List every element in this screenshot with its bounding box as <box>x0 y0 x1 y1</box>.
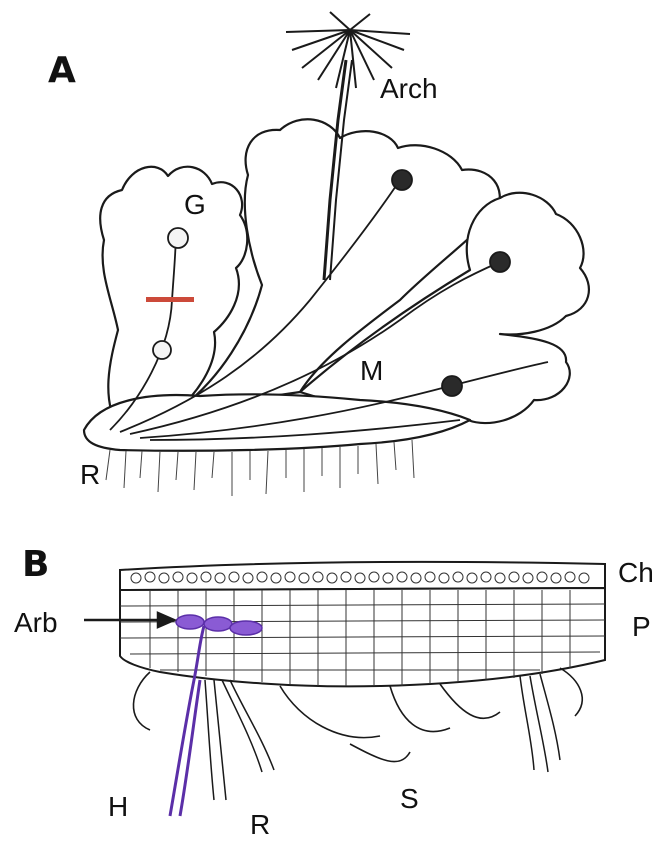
label-g: G <box>184 189 206 220</box>
gemma-cup <box>490 252 510 272</box>
scale <box>440 684 500 718</box>
label-arb: Arb <box>14 607 58 638</box>
scale <box>133 672 150 730</box>
panel-a: A <box>48 12 589 496</box>
label-ch: Ch <box>618 557 654 588</box>
label-arch: Arch <box>380 73 438 104</box>
scale-bar <box>146 297 194 302</box>
scale <box>560 668 582 716</box>
label-r-b: R <box>250 809 270 840</box>
scale <box>390 686 450 732</box>
label-s: S <box>400 783 419 814</box>
gemma-cup <box>153 341 171 359</box>
label-p: P <box>632 611 651 642</box>
scale <box>280 686 380 738</box>
panel-b: B <box>14 544 654 840</box>
arbuscule <box>204 617 232 631</box>
thallus <box>84 119 589 450</box>
label-h: H <box>108 791 128 822</box>
rhizoids-b <box>205 674 560 800</box>
panel-b-label: B <box>22 544 49 585</box>
label-m: M <box>360 355 383 386</box>
label-r-a: R <box>80 459 100 490</box>
arbuscule <box>230 621 262 635</box>
gemma-cup <box>168 228 188 248</box>
gemma-cup <box>442 376 462 396</box>
arbuscule <box>176 615 204 629</box>
panel-a-label: A <box>48 50 76 91</box>
scale <box>350 744 410 762</box>
gemma-cup <box>392 170 412 190</box>
